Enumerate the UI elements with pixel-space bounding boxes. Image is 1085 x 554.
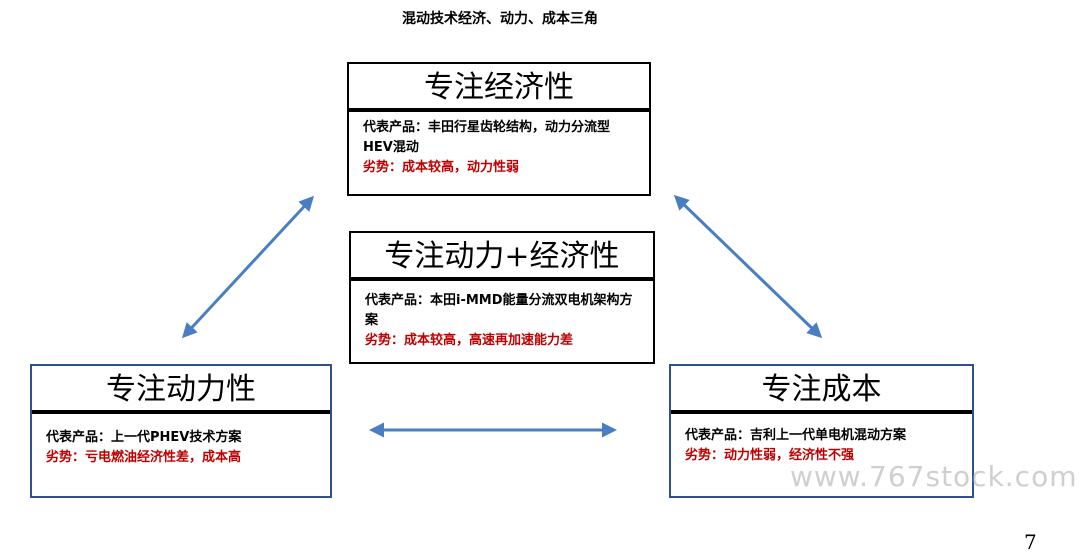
box-cost: 专注成本 代表产品：吉利上一代单电机混动方案 劣势：动力性弱，经济性不强 [669,364,974,498]
box-cost-product: 代表产品：吉利上一代单电机混动方案 [685,428,907,443]
box-power-economy-weakness: 劣势：成本较高，高速再加速能力差 [365,333,574,348]
box-cost-weakness: 劣势：动力性弱，经济性不强 [685,448,855,463]
box-power-body: 代表产品：上一代PHEV技术方案 劣势：亏电燃油经济性差，成本高 [32,414,330,468]
box-power-economy-body: 代表产品：本田i-MMD能量分流双电机架构方案 劣势：成本较高，高速再加速能力差 [351,281,653,351]
box-power-economy: 专注动力+经济性 代表产品：本田i-MMD能量分流双电机架构方案 劣势：成本较高… [349,231,655,364]
box-power-weakness: 劣势：亏电燃油经济性差，成本高 [46,450,242,465]
arrow-economy-power [181,195,315,339]
box-power: 专注动力性 代表产品：上一代PHEV技术方案 劣势：亏电燃油经济性差，成本高 [30,364,332,498]
box-economy-product: 代表产品：丰田行星齿轮结构，动力分流型HEV混动 [363,120,611,155]
box-economy-body: 代表产品：丰田行星齿轮结构，动力分流型HEV混动 劣势：成本较高，动力性弱 [349,112,649,178]
box-cost-heading: 专注成本 [671,366,972,414]
box-cost-body: 代表产品：吉利上一代单电机混动方案 劣势：动力性弱，经济性不强 [671,414,972,466]
page-title: 混动技术经济、动力、成本三角 [402,11,598,27]
box-economy: 专注经济性 代表产品：丰田行星齿轮结构，动力分流型HEV混动 劣势：成本较高，动… [347,62,651,196]
box-power-economy-product: 代表产品：本田i-MMD能量分流双电机架构方案 [365,293,633,328]
box-economy-weakness: 劣势：成本较高，动力性弱 [363,160,520,175]
arrow-economy-cost [673,194,823,339]
watermark: www.767stock.com [790,460,1078,493]
box-power-product: 代表产品：上一代PHEV技术方案 [46,430,242,445]
page-number: 7 [1024,530,1037,554]
box-economy-heading: 专注经济性 [349,64,649,112]
box-power-heading: 专注动力性 [32,366,330,414]
box-power-economy-heading: 专注动力+经济性 [351,233,653,281]
